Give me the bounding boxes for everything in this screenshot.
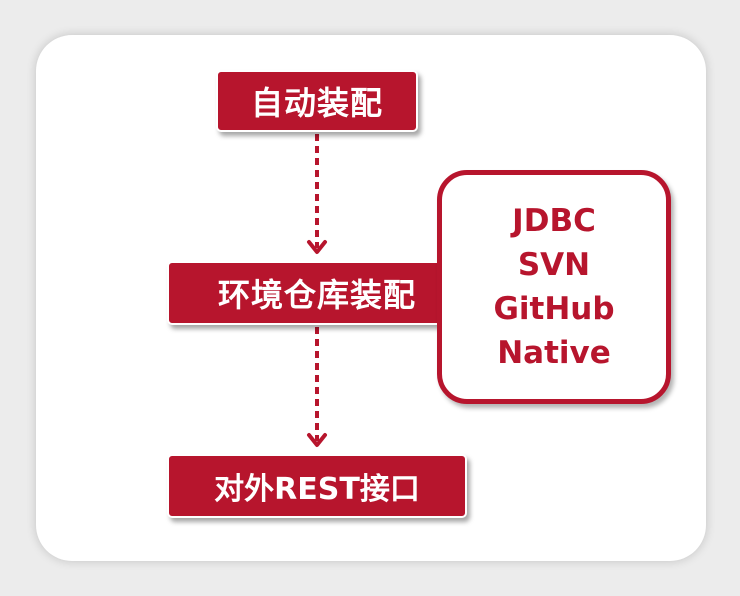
repo-native: Native xyxy=(497,335,611,371)
step-env-repo-assembly: 环境仓库装配 xyxy=(167,261,467,325)
repo-jdbc: JDBC xyxy=(512,203,596,239)
repository-types-box: JDBC SVN GitHub Native xyxy=(437,170,671,404)
repo-svn: SVN xyxy=(517,247,591,283)
repo-github: GitHub xyxy=(493,291,615,327)
step-auto-assembly: 自动装配 xyxy=(216,70,418,132)
arrow-head-2 xyxy=(307,433,327,447)
arrow-head-1 xyxy=(307,240,327,254)
step-rest-interface: 对外REST接口 xyxy=(167,454,467,518)
